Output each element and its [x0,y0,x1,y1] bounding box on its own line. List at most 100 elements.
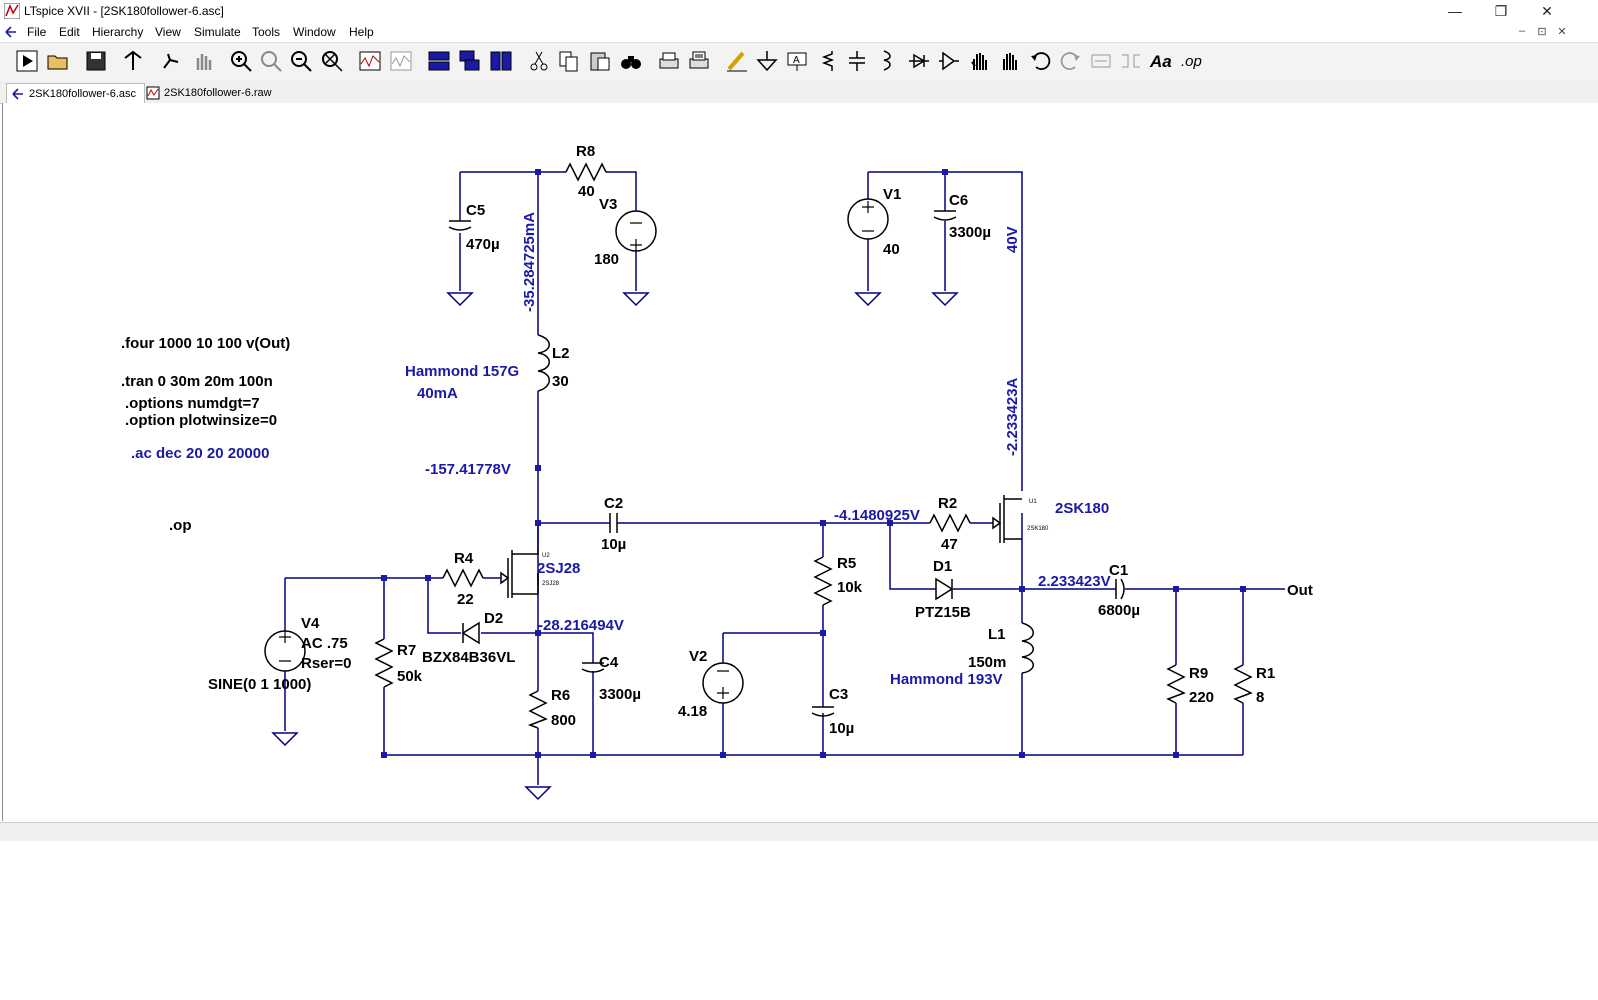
r2-value[interactable]: 47 [941,536,958,553]
v4-ac[interactable]: AC .75 [301,635,348,652]
r8-value[interactable]: 40 [578,183,595,200]
schematic-drawing[interactable]: .four 1000 10 100 v(Out) .tran 0 30m 20m… [3,103,1598,821]
op-node-u2-source[interactable]: -28.216494V [538,617,624,634]
zoom-fit-icon[interactable] [319,48,345,74]
r9-name[interactable]: R9 [1189,665,1208,682]
menu-edit[interactable]: Edit [59,25,80,39]
r4-value[interactable]: 22 [457,591,474,608]
op-node-r2[interactable]: -4.1480925V [834,507,920,524]
resistor-icon[interactable] [814,48,840,74]
v1-value[interactable]: 40 [883,241,900,258]
tile-horizontal-icon[interactable] [426,48,452,74]
diode-icon[interactable] [906,48,932,74]
r7-value[interactable]: 50k [397,668,423,685]
menu-simulate[interactable]: Simulate [194,25,241,39]
draw-wire-icon[interactable] [724,48,750,74]
c4-name[interactable]: C4 [599,654,619,671]
directive-plotwinsize[interactable]: .option plotwinsize=0 [125,412,277,429]
l1-name[interactable]: L1 [988,626,1006,643]
c1-value[interactable]: 6800µ [1098,602,1140,619]
zoom-in-icon[interactable] [228,48,254,74]
waveform-icon[interactable] [357,48,383,74]
r5-name[interactable]: R5 [837,555,856,572]
run-icon[interactable] [14,48,40,74]
paste-icon[interactable] [587,48,613,74]
menu-window[interactable]: Window [293,25,336,39]
directive-op[interactable]: .op [169,517,192,534]
v1-name[interactable]: V1 [883,186,901,203]
l2-value[interactable]: 30 [552,373,569,390]
open-icon[interactable] [45,48,71,74]
redo-icon[interactable] [1058,48,1084,74]
capacitor-icon[interactable] [844,48,870,74]
undo-icon[interactable] [1027,48,1053,74]
zoom-area-icon[interactable] [258,48,284,74]
print-setup-icon[interactable] [686,48,712,74]
c6-name[interactable]: C6 [949,192,968,209]
rotate-icon[interactable] [1088,48,1114,74]
run-alt-icon[interactable] [158,48,184,74]
close-button[interactable]: ✕ [1541,3,1553,19]
v2-name[interactable]: V2 [689,648,707,665]
r7-name[interactable]: R7 [397,642,416,659]
menu-hierarchy[interactable]: Hierarchy [92,25,144,39]
schematic-doc-icon[interactable] [4,25,18,39]
r6-value[interactable]: 800 [551,712,576,729]
spice-directive-icon[interactable]: .op [1180,48,1206,74]
menu-file[interactable]: File [27,25,47,39]
move-icon[interactable] [966,48,992,74]
op-u1-current[interactable]: -2.233423A [1004,377,1021,456]
c4-value[interactable]: 3300µ [599,686,641,703]
directive-ac[interactable]: .ac dec 20 20 20000 [131,445,269,462]
u2-name[interactable]: 2SJ28 [537,560,580,577]
c2-name[interactable]: C2 [604,495,623,512]
r2-name[interactable]: R2 [938,495,957,512]
c6-value[interactable]: 3300µ [949,224,991,241]
waveform-alt-icon[interactable] [388,48,414,74]
v2-value[interactable]: 4.18 [678,703,707,720]
text-icon[interactable]: Aa [1148,48,1174,74]
tile-vertical-icon[interactable] [488,48,514,74]
c3-value[interactable]: 10µ [829,720,854,737]
print-icon[interactable] [656,48,682,74]
c1-name[interactable]: C1 [1109,562,1128,579]
op-l2-current[interactable]: -35.284725mA [521,212,538,312]
l2-note-model[interactable]: Hammond 157G [405,363,519,380]
save-icon[interactable] [83,48,109,74]
menu-tools[interactable]: Tools [252,25,281,39]
c3-name[interactable]: C3 [829,686,848,703]
out-net-label[interactable]: Out [1287,582,1313,599]
l1-value[interactable]: 150m [968,654,1006,671]
l2-note-current[interactable]: 40mA [417,385,458,402]
cascade-icon[interactable] [457,48,483,74]
tab-raw[interactable]: 2SK180follower-6.raw [142,83,280,103]
r1-value[interactable]: 8 [1256,689,1264,706]
label-net-icon[interactable]: A [784,48,810,74]
r4-name[interactable]: R4 [454,550,474,567]
v4-rser[interactable]: Rser=0 [301,655,351,672]
u1-name[interactable]: 2SK180 [1055,500,1109,517]
find-icon[interactable] [618,48,644,74]
d2-value[interactable]: BZX84B36VL [422,649,515,666]
directive-tran[interactable]: .tran 0 30m 20m 100n [121,373,273,390]
op-node-u2-drain[interactable]: -157.41778V [425,461,511,478]
d2-name[interactable]: D2 [484,610,503,627]
mirror-icon[interactable] [1118,48,1144,74]
mdi-minimize-button[interactable]: – [1518,25,1526,37]
menu-view[interactable]: View [155,25,181,39]
r9-value[interactable]: 220 [1189,689,1214,706]
mdi-close-button[interactable]: ✕ [1557,26,1567,38]
c5-name[interactable]: C5 [466,202,485,219]
directive-four[interactable]: .four 1000 10 100 v(Out) [121,335,290,352]
v3-name[interactable]: V3 [599,196,617,213]
v4-name[interactable]: V4 [301,615,320,632]
mdi-restore-button[interactable]: ⊡ [1537,26,1547,38]
r8-name[interactable]: R8 [576,143,595,160]
schematic-canvas[interactable]: .four 1000 10 100 v(Out) .tran 0 30m 20m… [2,103,1598,821]
ground-icon[interactable] [754,48,780,74]
control-panel-icon[interactable] [120,48,146,74]
menu-help[interactable]: Help [349,25,374,39]
l1-note[interactable]: Hammond 193V [890,671,1003,688]
pan-icon[interactable] [190,48,216,74]
c5-value[interactable]: 470µ [466,236,500,253]
